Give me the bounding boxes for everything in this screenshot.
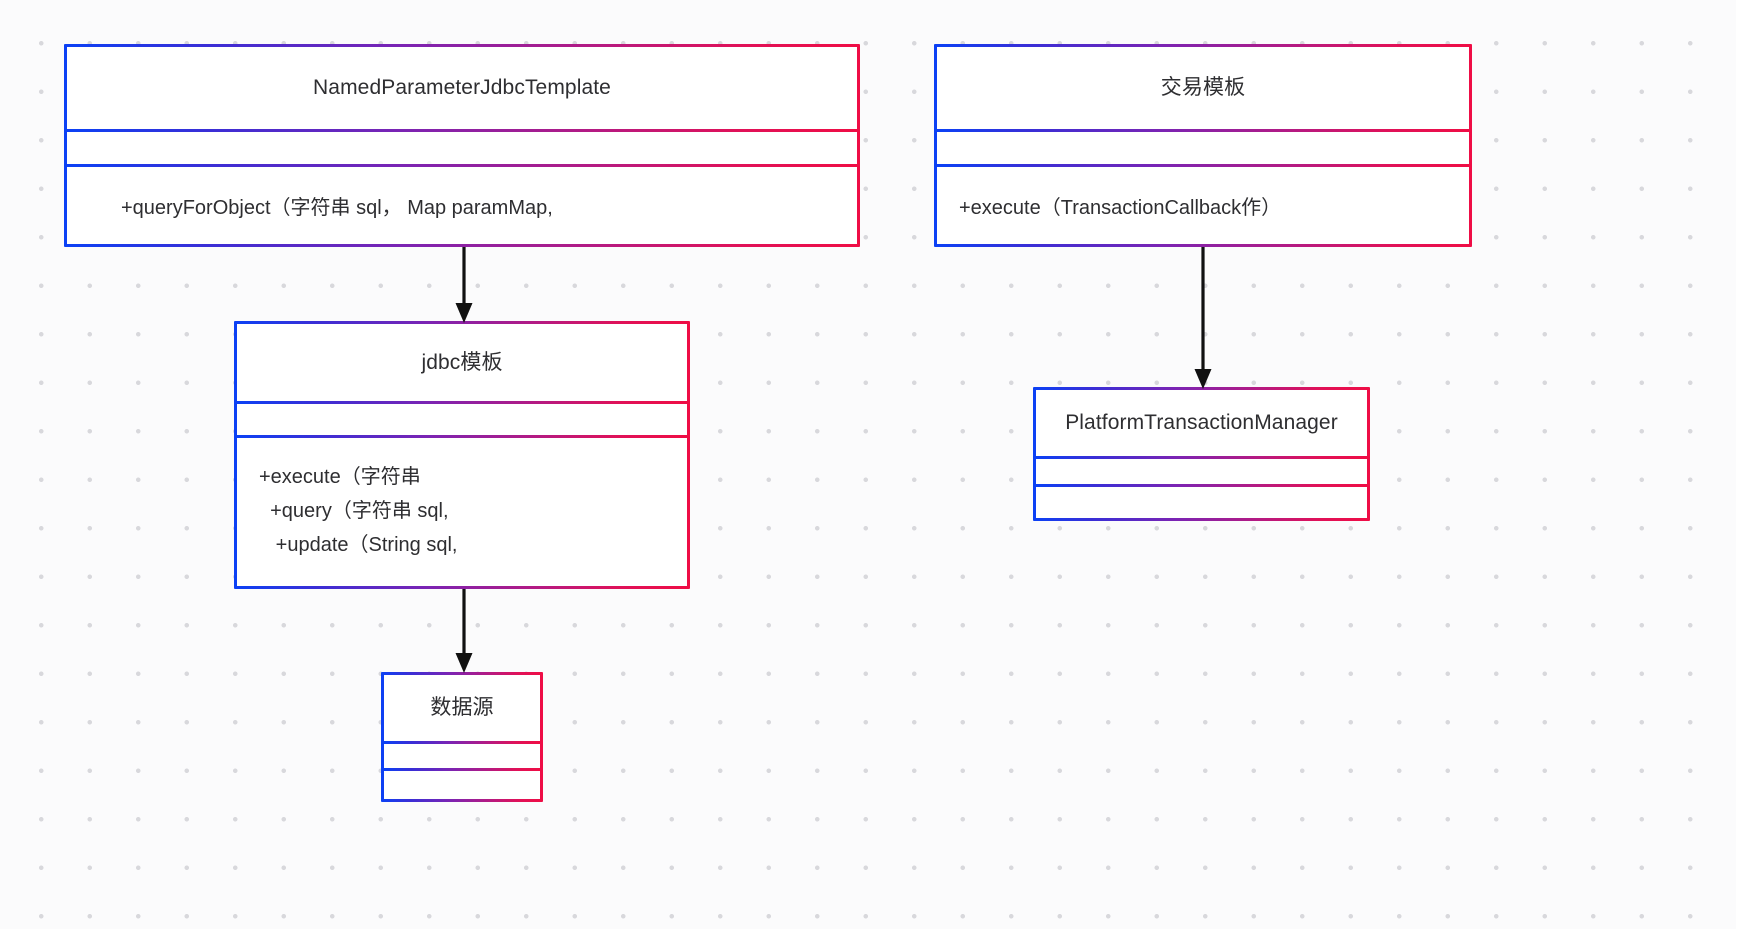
class-methods-compartment xyxy=(384,771,540,799)
canvas-right-edge xyxy=(1736,0,1744,929)
class-title-compartment: 数据源 xyxy=(384,675,540,741)
class-title-label: PlatformTransactionManager xyxy=(1065,411,1338,435)
class-box-jdbc-template[interactable]: jdbc模板 +execute（字符串 +query（字符串 sql, +upd… xyxy=(234,321,690,589)
compartment-divider xyxy=(67,164,857,167)
compartment-divider xyxy=(67,129,857,132)
compartment-divider xyxy=(237,401,687,404)
class-attributes-compartment xyxy=(67,132,857,164)
class-box-data-source[interactable]: 数据源 xyxy=(381,672,543,802)
class-title-label: jdbc模板 xyxy=(421,350,503,374)
class-method-label-execute: +execute（字符串 xyxy=(259,466,421,488)
class-title-label: 数据源 xyxy=(430,696,494,720)
class-attributes-compartment xyxy=(384,744,540,768)
compartment-divider xyxy=(1036,456,1367,459)
compartment-divider xyxy=(1036,484,1367,487)
class-title-compartment: jdbc模板 xyxy=(237,324,687,401)
class-box-inner: NamedParameterJdbcTemplate +queryForObje… xyxy=(67,47,857,244)
class-box-platform-transaction-manager[interactable]: PlatformTransactionManager xyxy=(1033,387,1370,521)
compartment-divider xyxy=(237,435,687,438)
class-method-label-update: +update（String sql, xyxy=(259,534,458,556)
class-method-label: +execute（TransactionCallback作） xyxy=(959,197,1282,219)
class-attributes-compartment xyxy=(237,404,687,435)
compartment-divider xyxy=(937,129,1469,132)
class-methods-compartment: +queryForObject（字符串 sql， Map paramMap, xyxy=(67,167,857,244)
class-attributes-compartment xyxy=(937,132,1469,164)
class-box-inner: jdbc模板 +execute（字符串 +query（字符串 sql, +upd… xyxy=(237,324,687,586)
class-title-compartment: 交易模板 xyxy=(937,47,1469,129)
class-title-label: NamedParameterJdbcTemplate xyxy=(313,76,611,100)
class-method-label: +queryForObject（字符串 sql， Map paramMap, xyxy=(121,197,553,219)
class-methods-compartment: +execute（字符串 +query（字符串 sql, +update（Str… xyxy=(237,438,687,586)
class-methods-compartment: +execute（TransactionCallback作） xyxy=(937,167,1469,244)
class-attributes-compartment xyxy=(1036,459,1367,484)
class-method-label-query: +query（字符串 sql, xyxy=(259,500,449,522)
class-title-label: 交易模板 xyxy=(1160,76,1246,100)
compartment-divider xyxy=(384,768,540,771)
class-box-transaction-template[interactable]: 交易模板 +execute（TransactionCallback作） xyxy=(934,44,1472,247)
class-title-compartment: PlatformTransactionManager xyxy=(1036,390,1367,456)
class-box-inner: PlatformTransactionManager xyxy=(1036,390,1367,518)
class-methods-compartment xyxy=(1036,487,1367,518)
class-box-inner: 交易模板 +execute（TransactionCallback作） xyxy=(937,47,1469,244)
class-title-compartment: NamedParameterJdbcTemplate xyxy=(67,47,857,129)
compartment-divider xyxy=(937,164,1469,167)
class-box-named-parameter-jdbc-template[interactable]: NamedParameterJdbcTemplate +queryForObje… xyxy=(64,44,860,247)
compartment-divider xyxy=(384,741,540,744)
class-box-inner: 数据源 xyxy=(384,675,540,799)
